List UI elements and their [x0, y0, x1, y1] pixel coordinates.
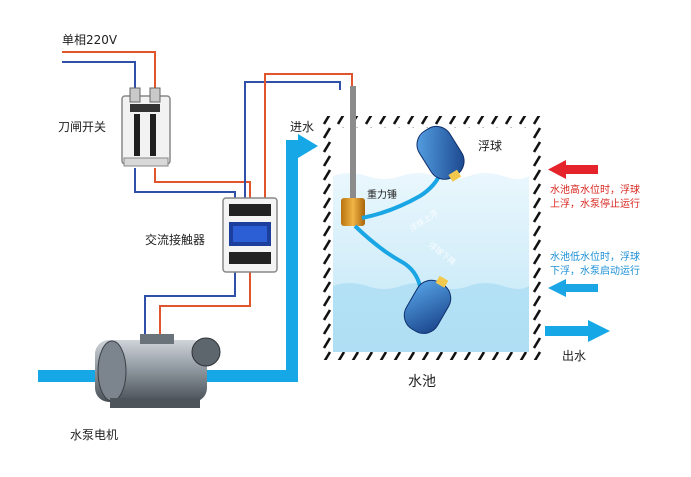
knife-switch-blade-right: [150, 114, 156, 156]
inlet-label: 进水: [290, 120, 314, 134]
contactor-bottom-terminals: [229, 252, 271, 264]
motor-base: [110, 398, 200, 408]
knife-switch-label: 刀闸开关: [58, 120, 106, 134]
float-cable-up: [361, 169, 444, 220]
float-ball-high: [416, 125, 465, 182]
ac-contactor: [222, 197, 278, 273]
low-level-note-line1: 水池低水位时，浮球: [550, 250, 640, 263]
pump-motor-label: 水泵电机: [70, 428, 118, 442]
contactor-top-terminals: [229, 204, 271, 216]
pool-label: 水池: [408, 374, 436, 390]
float-switch: [341, 86, 465, 334]
switch-to-contactor-red: [154, 168, 251, 200]
knife-switch-blade-left: [134, 114, 140, 156]
pump-motor: [95, 334, 221, 408]
counterweight: [341, 198, 365, 226]
switch-to-contactor-blue: [134, 168, 236, 200]
level-indicators: [548, 160, 598, 297]
motor-end-cap: [97, 340, 127, 402]
float-ball-low: [403, 275, 452, 334]
outlet-arrow-head: [588, 320, 610, 342]
outlet-label: 出水: [562, 349, 586, 363]
knife-switch: [121, 87, 171, 167]
knife-switch-handle: [130, 104, 160, 112]
power-supply-label: 单相220V: [62, 33, 118, 47]
inlet-arrow-head: [298, 134, 318, 158]
float-ball-label: 浮球: [478, 139, 502, 153]
motor-terminal-box: [140, 334, 174, 344]
outlet-pipe: [545, 326, 589, 336]
pump-head: [191, 337, 221, 367]
low-level-arrow-head: [548, 279, 566, 297]
wiring: [62, 51, 353, 336]
high-level-arrow-head: [548, 160, 566, 179]
low-level-note-line2: 下浮，水泵启动运行: [550, 264, 640, 277]
knife-switch-terminal-left: [129, 87, 141, 103]
low-level-arrow-shaft: [566, 284, 598, 292]
contactor-to-motor-red: [159, 270, 251, 336]
high-level-arrow-shaft: [566, 165, 598, 174]
contactor-label-window: [233, 226, 267, 242]
knife-switch-base: [123, 157, 169, 167]
contactor-label: 交流接触器: [145, 232, 205, 247]
high-level-note-line1: 水池高水位时，浮球: [550, 183, 640, 196]
float-cable-down: [353, 224, 422, 287]
supply-neutral-wire: [62, 61, 136, 88]
knife-switch-terminal-right: [149, 87, 161, 103]
contactor-to-float-blue: [244, 81, 341, 200]
supply-live-wire: [62, 51, 156, 88]
float-switch-rod: [350, 86, 356, 200]
contactor-to-float-red: [264, 73, 353, 200]
counterweight-label: 重力锤: [367, 188, 397, 201]
high-level-note-line2: 上浮，水泵停止运行: [550, 197, 640, 210]
contactor-to-motor-blue: [144, 270, 236, 336]
